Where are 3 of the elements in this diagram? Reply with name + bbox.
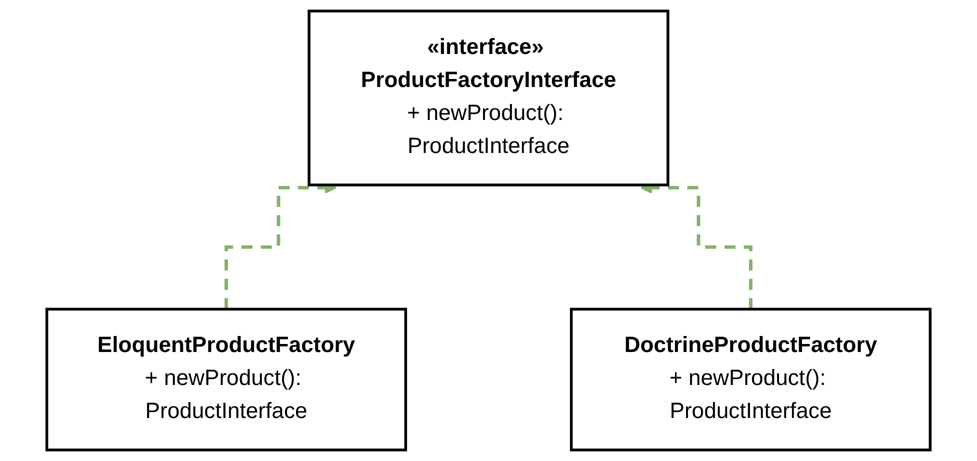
node-box: DoctrineProductFactory + newProduct(): ProductInterface [570, 308, 932, 452]
node-box: «interface» ProductFactoryInterface + newProduct(): ProductInterface [308, 10, 670, 186]
node-box: EloquentProductFactory + newProduct(): ProductInterface [45, 308, 408, 452]
